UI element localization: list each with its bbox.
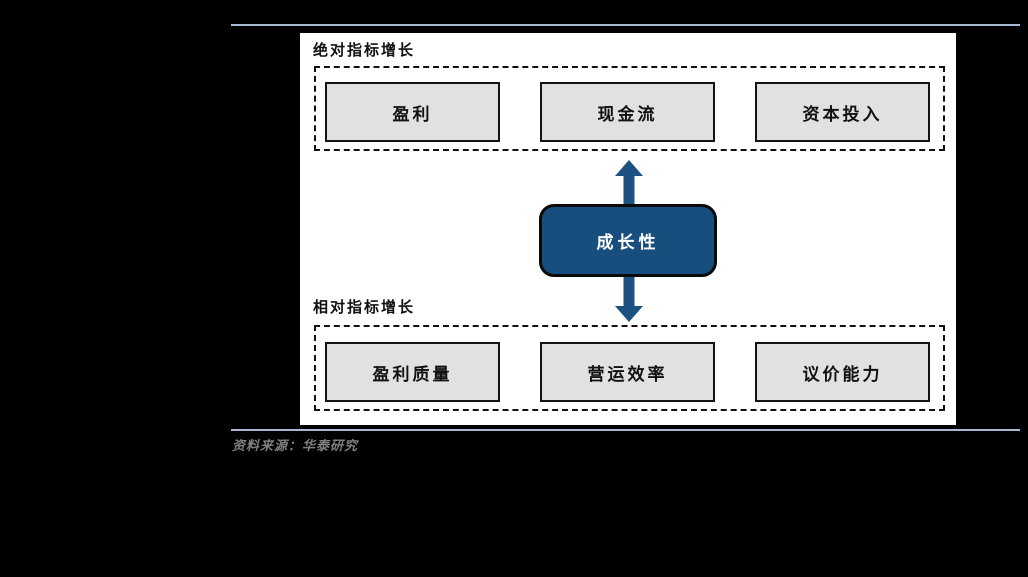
bottom-divider-line [231,429,1020,431]
relative-growth-group-label: 相对指标增长 [313,299,416,316]
arrow-down-icon [615,277,643,322]
node-capital-investment-label: 资本投入 [802,104,883,124]
node-profit-quality: 盈利质量 [325,342,500,402]
absolute-growth-group-label: 绝对指标增长 [313,42,416,59]
node-operating-efficiency-label: 营运效率 [587,364,668,384]
node-bargaining-power-label: 议价能力 [802,364,883,384]
node-growth-label: 成长性 [596,233,660,252]
node-profit-label: 盈利 [392,104,433,124]
node-growth: 成长性 [539,204,717,277]
relative-growth-dashed-frame [314,325,945,411]
node-operating-efficiency: 营运效率 [540,342,715,402]
source-attribution: 资料来源：华泰研究 [232,438,359,453]
top-divider-line [231,24,1020,26]
arrow-up-icon [615,160,643,205]
node-cash-flow: 现金流 [540,82,715,142]
diagram-panel: 绝对指标增长 盈利 现金流 资本投入 成长性 相对指标增长 盈利 [300,33,956,425]
node-bargaining-power: 议价能力 [755,342,930,402]
node-capital-investment: 资本投入 [755,82,930,142]
node-profit-quality-label: 盈利质量 [372,364,453,384]
node-profit: 盈利 [325,82,500,142]
node-cash-flow-label: 现金流 [597,104,658,124]
absolute-growth-dashed-frame [314,66,945,151]
